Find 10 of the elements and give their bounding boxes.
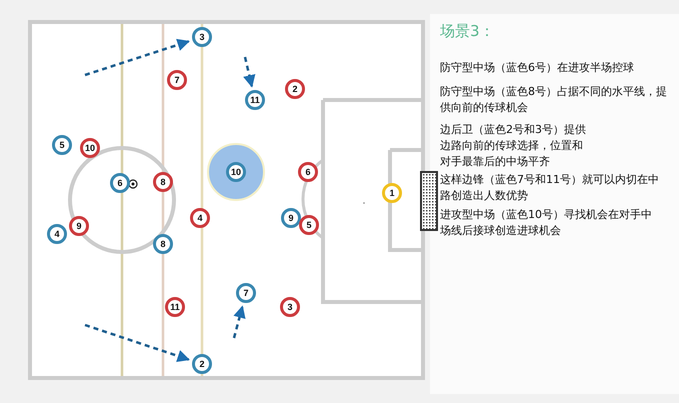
note-text: 防守型中场（蓝色8号）占据不同的水平线，提供向前的传球机会 (440, 84, 668, 116)
note-text: 防守型中场（蓝色6号）在进攻半场控球 (440, 60, 635, 76)
note-text: 进攻型中场（蓝色10号）寻找机会在对手中场线后接球创造进球机会 (440, 207, 653, 239)
note-text: 这样边锋（蓝色7号和11号）就可以内切在中路创造出人数优势 (440, 172, 660, 204)
note-text: 边后卫（蓝色2号和3号）提供边路向前的传球选择，位置和对手最靠后的中场平齐 (440, 122, 587, 170)
arrow (84, 38, 190, 76)
arrow (243, 56, 256, 88)
title: 场景3： (440, 22, 495, 41)
arrow (84, 324, 190, 362)
arrow (232, 305, 246, 338)
